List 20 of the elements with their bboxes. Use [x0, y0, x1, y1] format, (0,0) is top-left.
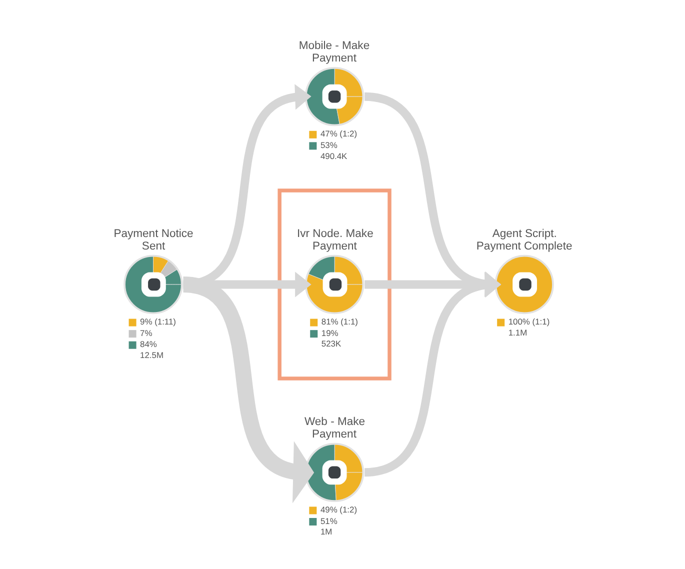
node-label: 100% (1:1)	[508, 316, 550, 327]
node-label: 12.5M	[140, 350, 164, 360]
node-label: Agent Script. Payment Complete	[476, 228, 572, 252]
node-label: 19%	[320, 328, 338, 338]
node-label: 84%	[140, 339, 156, 350]
node-label: 1M	[320, 526, 332, 537]
node-label: Ivr Node. Make Payment	[296, 228, 373, 252]
node-label: 490.4K	[320, 150, 347, 161]
node-label: 49% (1:2)	[320, 504, 357, 515]
node-label: 51%	[320, 516, 337, 526]
node-label: 1.1M	[508, 327, 527, 338]
node-label: Payment Notice Sent	[113, 228, 193, 252]
node-label: Web - Make Payment	[304, 416, 365, 440]
node-label: 7%	[140, 328, 152, 338]
node-label: 47% (1:2)	[320, 128, 357, 139]
node-label: 523K	[320, 338, 341, 349]
node-label: 9% (1:11)	[140, 316, 176, 327]
node-label: Mobile - Make Payment	[298, 40, 370, 64]
node-label: 81% (1:1)	[320, 316, 358, 327]
node-label: 53%	[320, 140, 337, 150]
